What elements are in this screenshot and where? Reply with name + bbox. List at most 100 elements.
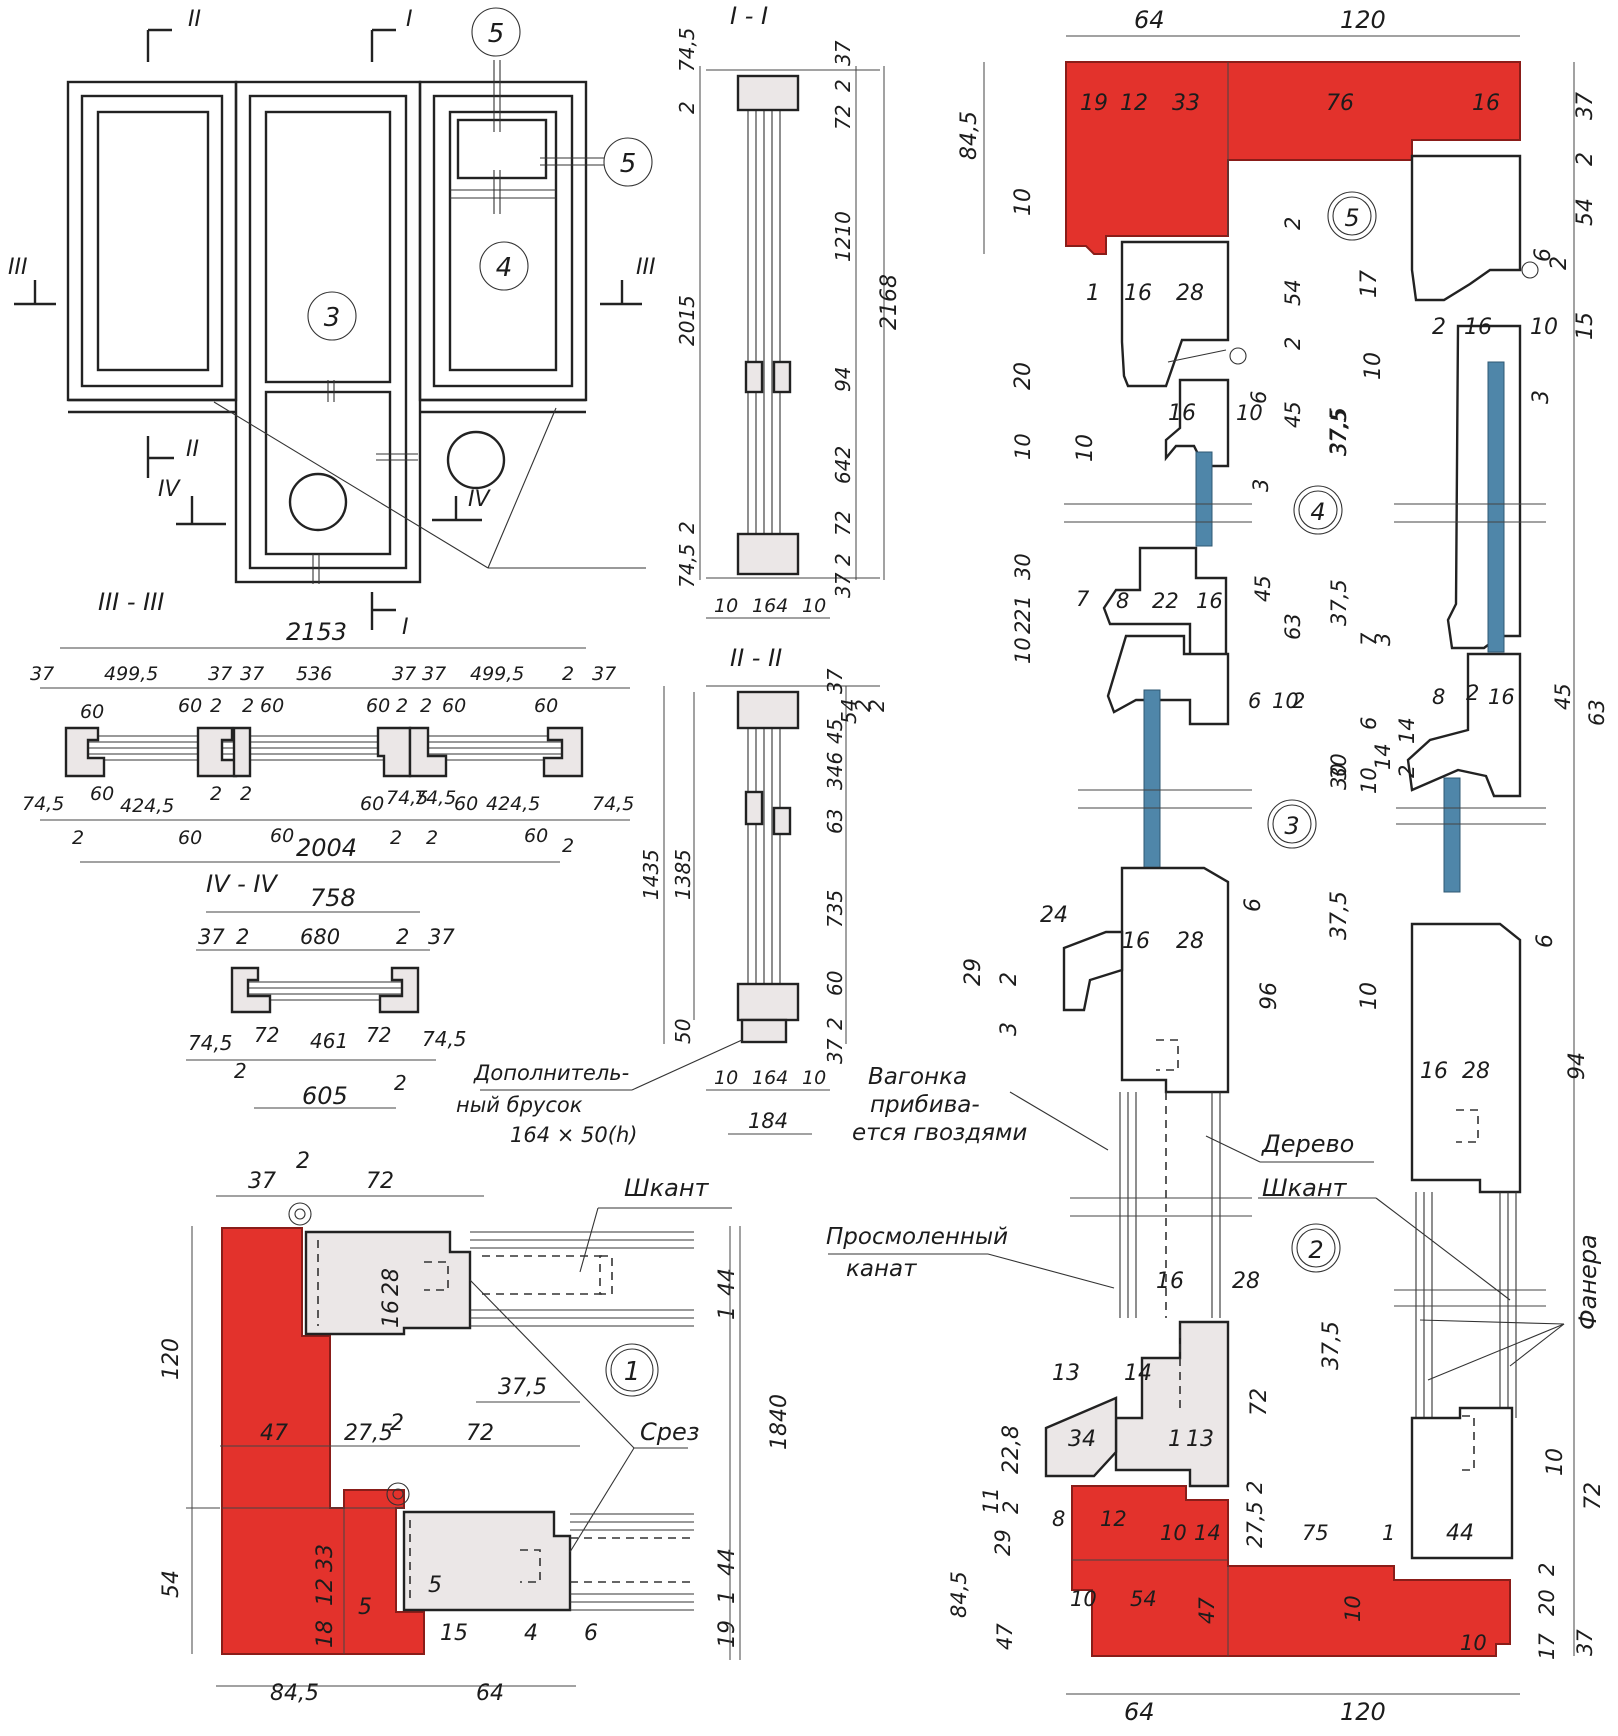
dim-label: 1210: [831, 211, 855, 262]
dim-label: 94: [1565, 1052, 1590, 1080]
dim-label: 680: [300, 925, 340, 949]
dim-label: 60: [524, 825, 548, 847]
section-ii-ii: II - II 1435 1385 50 37 45 54 2 2 346 63…: [456, 644, 889, 1147]
dim-label: 2: [234, 1059, 247, 1083]
callout-3: 3: [307, 291, 357, 341]
dim-label: 164: [752, 1067, 788, 1089]
dim-label: 3: [1249, 479, 1273, 492]
section-mark-label: IV: [468, 487, 491, 512]
dim-label: 2: [675, 521, 699, 534]
dim-label: 47: [993, 1623, 1017, 1650]
callout-3-label: 3: [324, 303, 341, 333]
dim-label: 2: [240, 783, 252, 805]
dim-label: 1435: [639, 849, 663, 900]
dim-label: 642: [831, 446, 855, 484]
dim-label: 16: [1168, 401, 1196, 426]
overall-width-bottom: 2004: [296, 834, 357, 862]
dim-label: 16: [379, 1300, 404, 1328]
dim-label: 424,5: [120, 795, 174, 817]
dim-label: 6: [1533, 934, 1558, 948]
dim-label: 12: [313, 1578, 338, 1606]
dim-label: 37: [1573, 1629, 1597, 1656]
dim-label: 37: [831, 572, 855, 598]
section-title: I - I: [730, 2, 768, 30]
dim-label: 28: [1462, 1059, 1490, 1084]
dim-label: 13: [1052, 1361, 1080, 1386]
dim-label: 74,5: [188, 1031, 233, 1055]
dim-label: 22: [1152, 589, 1179, 613]
dim-label: 10: [802, 595, 826, 617]
dim-label: 2: [1432, 315, 1446, 340]
dim-label: 50: [671, 1019, 695, 1044]
dim-label: 164: [752, 595, 788, 617]
dim-label: 10: [1160, 1521, 1187, 1545]
dim-label: 1: [1086, 281, 1100, 306]
dim-label: 34: [1068, 1427, 1096, 1452]
callout-2: 2: [1291, 1223, 1341, 1273]
dim-label: 3: [1529, 390, 1554, 404]
dim-label: 2: [851, 699, 875, 712]
dim-label: 2: [210, 695, 222, 717]
dim-label: 45: [823, 719, 847, 744]
siding-note: Вагонка прибива- ется гвоздями: [852, 1064, 1027, 1146]
dim-label: 60: [178, 695, 202, 717]
section-mark-label: II: [186, 437, 199, 462]
dim-label: 2: [390, 1411, 404, 1436]
dim-label: 10: [1341, 1595, 1365, 1622]
dim-label: 54: [1573, 198, 1598, 226]
dim-label: 2: [1395, 765, 1419, 778]
dim-label: 2: [296, 1149, 310, 1174]
dim-label: 10: [1530, 315, 1558, 340]
dim-label: 14: [1194, 1521, 1221, 1545]
section-title: IV - IV: [206, 870, 278, 898]
dim-label: 20: [1011, 362, 1036, 390]
dim-label: 60: [366, 695, 390, 717]
dim-label: 37: [592, 663, 616, 685]
dim-label: 2: [394, 1071, 407, 1095]
dim-label: 10: [1011, 188, 1036, 216]
dim-label: 47: [260, 1421, 288, 1446]
dim-label: 2: [396, 695, 408, 717]
dim-label: 10: [1272, 689, 1299, 713]
dim-label: 2: [426, 827, 438, 849]
section-mark-label: III: [636, 255, 655, 280]
dim-label: 75: [1302, 1521, 1329, 1545]
dim-label: 16: [1420, 1059, 1448, 1084]
dim-label: 16: [1464, 315, 1492, 340]
dim-label: 2: [823, 1017, 847, 1030]
dim-label: 84,5: [947, 1571, 971, 1618]
dim-label: 72: [366, 1169, 394, 1194]
section-iii-iii: III - III 2153 37 499,5 37 37 536 37 37 …: [22, 588, 634, 863]
dim-label: 74,5: [422, 1027, 467, 1051]
dim-label: 37,5: [1327, 409, 1351, 456]
dim-label: 6: [1247, 391, 1271, 404]
dim-label: 37: [240, 663, 264, 685]
dim-label: 37,5: [1319, 1321, 1344, 1370]
dim-label: 10: [714, 595, 738, 617]
dim-label: 60: [534, 695, 558, 717]
dim-label: 499,5: [104, 663, 158, 685]
dim-label: 37: [198, 925, 225, 949]
dim-label: 72: [366, 1023, 391, 1047]
additional-bar-note: Дополнитель- ный брусок 164 × 50(h): [456, 1061, 637, 1147]
dim-label: 10: [1543, 1448, 1568, 1476]
dim-label: 10: [1236, 401, 1263, 425]
dim-label: 12: [1120, 91, 1148, 116]
dim-label: 60: [178, 827, 202, 849]
dim-label: 2: [1011, 621, 1035, 634]
callout-4-label: 4: [496, 253, 513, 283]
dim-label: 64: [1134, 6, 1165, 34]
callout-5-right: 5: [603, 137, 653, 187]
dim-label: 84,5: [270, 1681, 319, 1706]
cut-label: Срез: [640, 1418, 700, 1446]
dim-label: 74,5: [22, 793, 64, 815]
dim-label: 2: [1281, 337, 1305, 350]
dim-label: 29: [991, 1529, 1015, 1556]
window-elevation: 5 5 4 3 II I III III: [8, 7, 655, 640]
dim-label: 10: [1070, 1587, 1097, 1611]
dim-label: 346: [823, 752, 847, 790]
dim-label: 10: [1357, 767, 1381, 794]
section-mark-label: III: [8, 255, 27, 280]
dim-label: 6: [584, 1621, 598, 1646]
dim-label: 1840: [767, 1394, 792, 1450]
